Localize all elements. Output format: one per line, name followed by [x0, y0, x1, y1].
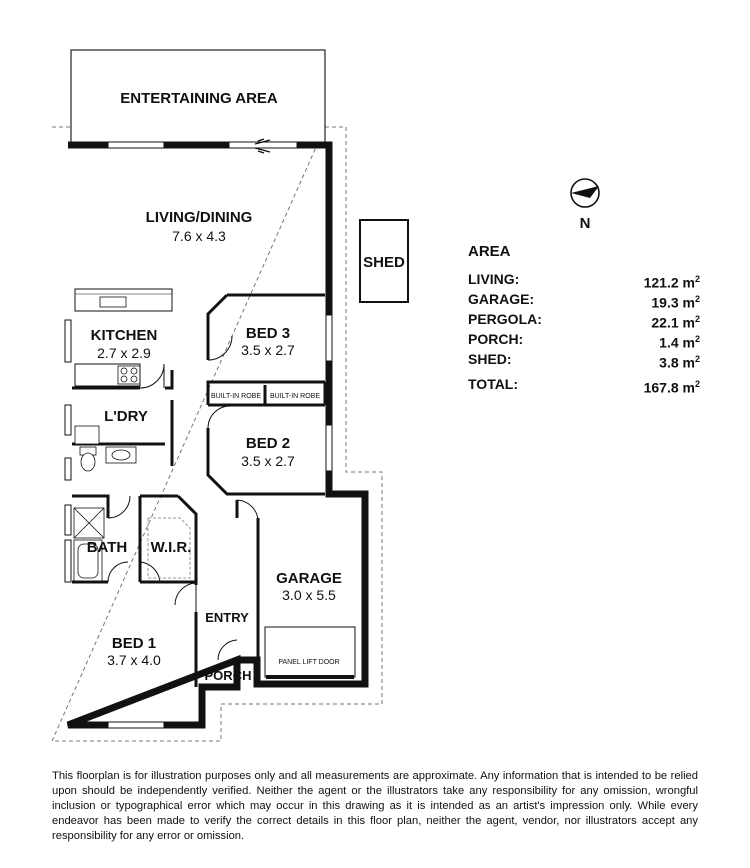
bath-label: BATH: [87, 539, 128, 556]
shed: [359, 219, 409, 303]
area-total-row: TOTAL: 167.8 m2: [468, 374, 700, 396]
built-in-robe-label: BUILT-IN ROBE: [270, 393, 320, 400]
wardrobe-rail: [147, 517, 191, 579]
bed2-dims: 3.5 x 2.7: [241, 453, 295, 469]
area-total-value: 167.8 m2: [643, 379, 700, 396]
entry-label: ENTRY: [205, 610, 249, 625]
wir-label: W.I.R.: [151, 539, 192, 556]
area-row-label: SHED:: [468, 351, 512, 367]
disclaimer-text: This floorplan is for illustration purpo…: [52, 770, 698, 842]
interior-walls: [72, 293, 327, 687]
area-total-label: TOTAL:: [468, 376, 519, 392]
compass-north-icon: [570, 178, 600, 208]
porch-label: PORCH: [205, 668, 252, 683]
area-row-label: LIVING:: [468, 271, 520, 287]
built-in-robe-label: BUILT-IN ROBE: [211, 393, 261, 400]
laundry-tub-icon: [74, 425, 100, 445]
floor-plan: ENTERTAINING AREA LIVING/DINING 7.6 x 4.…: [51, 49, 600, 742]
area-row-value: 19.3 m2: [651, 294, 700, 311]
bathtub-icon: [73, 539, 103, 583]
panel-lift-door-label: PANEL LIFT DOOR: [278, 659, 339, 666]
sliding-door-icon: [254, 138, 271, 154]
bed1-label: BED 1: [112, 635, 156, 652]
area-row: PORCH: 1.4 m2: [468, 329, 700, 351]
sink-icon: [99, 296, 127, 308]
laundry-label: L'DRY: [104, 408, 148, 425]
area-row-value: 3.8 m2: [659, 354, 700, 371]
compass-label: N: [580, 215, 591, 232]
bed1-dims: 3.7 x 4.0: [107, 652, 161, 668]
shower-icon: [73, 507, 105, 539]
door-swings: [107, 335, 259, 661]
garage-label: GARAGE: [276, 570, 342, 587]
toilet-icon: [79, 446, 97, 472]
area-row: SHED: 3.8 m2: [468, 349, 700, 371]
area-row: PERGOLA: 22.1 m2: [468, 309, 700, 331]
garage-dims: 3.0 x 5.5: [282, 587, 336, 603]
area-row-value: 1.4 m2: [659, 334, 700, 351]
area-row: GARAGE: 19.3 m2: [468, 289, 700, 311]
bed3-label: BED 3: [246, 325, 290, 342]
bed3-dims: 3.5 x 2.7: [241, 342, 295, 358]
area-row-label: PORCH:: [468, 331, 524, 347]
entertaining-area: [70, 49, 326, 146]
kitchen-label: KITCHEN: [91, 327, 158, 344]
area-row-value: 22.1 m2: [651, 314, 700, 331]
area-row-label: PERGOLA:: [468, 311, 542, 327]
cooktop-icon: [117, 365, 141, 385]
area-row-value: 121.2 m2: [643, 274, 700, 291]
windows: [64, 141, 333, 729]
site-boundary: [51, 126, 383, 742]
living-label: LIVING/DINING: [146, 209, 253, 226]
shed-label: SHED: [363, 254, 405, 271]
area-row: LIVING: 121.2 m2: [468, 269, 700, 291]
basin-icon: [105, 446, 137, 464]
garage-door: [264, 626, 356, 678]
kitchen-dims: 2.7 x 2.9: [97, 345, 151, 361]
bed2-label: BED 2: [246, 435, 290, 452]
entertaining-area-label: ENTERTAINING AREA: [120, 90, 278, 107]
area-row-label: GARAGE:: [468, 291, 535, 307]
living-dims: 7.6 x 4.3: [172, 228, 226, 244]
kitchen-counter: [74, 363, 141, 387]
area-heading: AREA: [468, 243, 511, 260]
